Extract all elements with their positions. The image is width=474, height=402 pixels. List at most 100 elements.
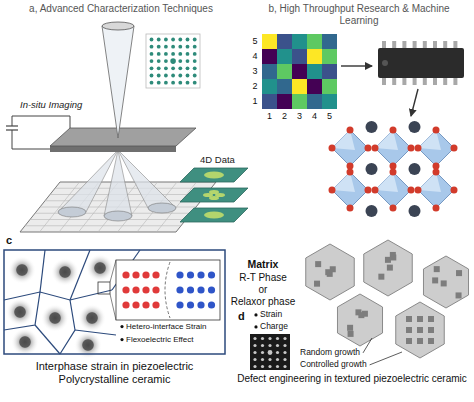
ordered-defect [428, 338, 434, 344]
bullet-dot [120, 325, 123, 328]
diffraction-spot [157, 66, 161, 70]
ordered-defect [406, 338, 412, 344]
atom-column [261, 351, 264, 354]
random-defect [314, 281, 320, 287]
atom-column [261, 358, 264, 361]
heatmap-cell [277, 64, 292, 79]
diffraction-spot [164, 81, 168, 85]
blue-atom [208, 286, 215, 293]
heatmap-cell [277, 34, 292, 49]
grain-boundary [40, 250, 45, 292]
a-site-atom [409, 121, 421, 133]
blue-atom [187, 271, 194, 278]
a-site-atom [409, 163, 421, 175]
grain-boundary [70, 250, 90, 300]
oxygen-atom [433, 127, 440, 134]
bias-wire [12, 116, 70, 128]
blue-atom [176, 286, 183, 293]
red-atom [122, 286, 129, 293]
panel-caption: Interphase strain in piezoelectric Polyc… [4, 360, 225, 385]
data-layer [180, 188, 248, 202]
diffraction-spot [178, 38, 182, 42]
random-defect [434, 266, 440, 272]
diffraction-spot [157, 38, 161, 42]
atom-column [283, 344, 286, 347]
ordered-defect [417, 338, 423, 344]
diffraction-spot [186, 59, 190, 63]
red-atom [142, 301, 149, 308]
panel-caption: Defect engineering in textured piezoelec… [234, 373, 470, 385]
diffraction-spot [150, 81, 154, 85]
diffraction-spot [150, 74, 154, 78]
chip-pin [413, 41, 417, 48]
atom-column [253, 337, 256, 340]
diffraction-spot [171, 66, 175, 70]
textured-grain [423, 256, 468, 308]
diffraction-spot [193, 45, 197, 49]
diffraction-spot [186, 66, 190, 70]
panel-heading: b, High Throughput Research & Machine Le… [250, 3, 468, 26]
diffraction-spot [150, 59, 154, 63]
atom-column [268, 365, 271, 368]
diffraction-spot [164, 38, 168, 42]
heatmap-cell [262, 64, 277, 79]
heatmap-cell [292, 64, 307, 79]
diffraction-spot [150, 45, 154, 49]
oxygen-atom [390, 205, 397, 212]
chip-pin [413, 78, 417, 85]
heatmap-cell [292, 34, 307, 49]
chip-pin [423, 78, 427, 85]
diffraction-spot [164, 66, 168, 70]
heatmap-cell [262, 94, 277, 109]
technique-label: In-situ Imaging [20, 100, 82, 111]
stem-image [250, 334, 290, 370]
diffraction-spot [178, 52, 182, 56]
grain-inclusion [8, 256, 36, 284]
grain-inclusion [41, 304, 69, 332]
grain-inclusion [51, 258, 79, 286]
diffraction-spot [178, 81, 182, 85]
octahedron [418, 130, 454, 166]
data-layer [180, 208, 248, 222]
heatmap-cell [262, 79, 277, 94]
diffraction-spot [171, 74, 175, 78]
chip-pin [433, 41, 437, 48]
grain-inclusion [74, 331, 102, 359]
axis-number: 1 [250, 96, 260, 106]
diffraction-spot [157, 52, 161, 56]
atom-column [276, 351, 279, 354]
octahedron [375, 172, 411, 208]
atom-column [283, 365, 286, 368]
chip-pin [382, 41, 386, 48]
ordered-defect [406, 316, 412, 322]
red-atom [152, 286, 159, 293]
diffraction-spot [178, 59, 182, 63]
grain-inclusion [86, 254, 114, 282]
oxygen-atom [365, 145, 372, 152]
blue-atom [187, 301, 194, 308]
diffraction-spot [178, 45, 182, 49]
octahedron [375, 130, 411, 166]
atom-column [283, 337, 286, 340]
diffraction-spot [193, 81, 197, 85]
chip-pin [423, 41, 427, 48]
chip-pin [453, 78, 457, 85]
heatmap-cell [277, 49, 292, 64]
diffraction-spot [164, 45, 168, 49]
atom-column [283, 358, 286, 361]
grain-boundary [60, 300, 75, 354]
data-label: 4D Data [200, 155, 235, 166]
a-site-atom [409, 205, 421, 217]
ordered-defect [417, 327, 423, 333]
chip-pin [392, 41, 396, 48]
oxygen-atom [415, 187, 422, 194]
axis-number: 3 [250, 66, 260, 76]
diffraction-spot [186, 38, 190, 42]
axis-number: 5 [322, 111, 337, 121]
diffracted-beam [118, 150, 176, 208]
heatmap-cell [322, 64, 337, 79]
oxygen-atom [408, 145, 415, 152]
heatmap-cell [277, 94, 292, 109]
red-atom [142, 271, 149, 278]
heatmap-cell [292, 79, 307, 94]
